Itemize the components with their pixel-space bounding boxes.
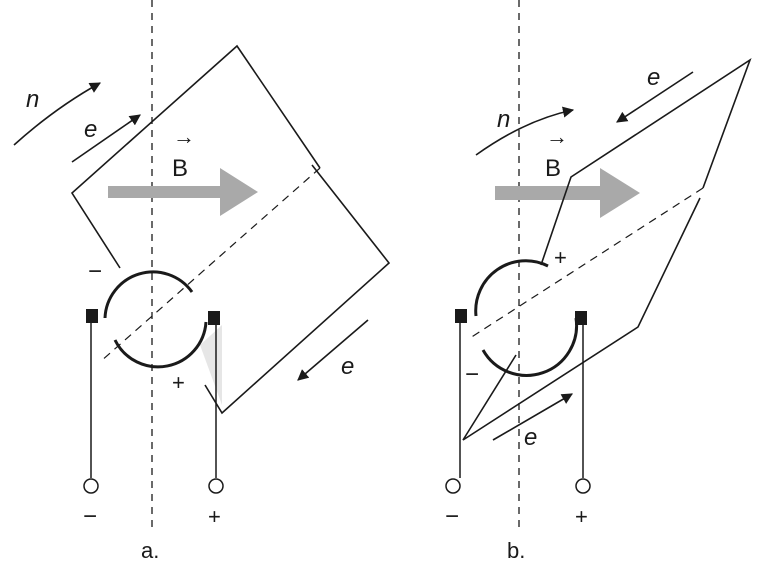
field-vector-mark-a: → <box>173 124 195 149</box>
field-label-a: B <box>172 155 188 182</box>
terminal-left-sign-a: − <box>83 503 97 530</box>
commutator-lower-sign-b: − <box>465 361 479 388</box>
terminal-left-sign-b: − <box>445 503 459 530</box>
rotation-label-b: n <box>497 106 510 133</box>
commutator-upper-sign-b: + <box>554 245 567 270</box>
terminal-left-b <box>445 478 461 494</box>
panel-b: n e e → B + − − + b. <box>445 0 752 563</box>
coil-a <box>70 44 391 415</box>
field-arrow-a <box>108 168 258 216</box>
emf-label-top-a: e <box>84 116 97 143</box>
terminal-right-sign-a: + <box>208 504 221 529</box>
leads-b <box>459 323 584 478</box>
caption-a: a. <box>141 538 159 563</box>
rotation-arrow-b <box>475 106 575 156</box>
brush-right-a <box>208 311 220 325</box>
emf-label-bottom-a: e <box>341 353 354 380</box>
emf-label-top-b: e <box>647 64 660 91</box>
commutator-b <box>474 259 579 377</box>
terminal-left-a <box>83 478 99 494</box>
emf-arrow-bottom-a <box>297 319 369 381</box>
coil-b <box>462 58 752 441</box>
field-vector-mark-b: → <box>546 124 568 149</box>
caption-b: b. <box>507 538 525 563</box>
brush-right-b <box>575 311 587 325</box>
terminal-right-b <box>575 478 591 494</box>
emf-arrow-top-a <box>71 114 141 163</box>
commutator-a <box>103 270 208 369</box>
emf-arrow-top-b <box>616 71 694 123</box>
emf-arrow-bottom-b <box>492 393 573 441</box>
rotation-arrow-a <box>13 82 101 146</box>
commutator-lower-sign-a: + <box>172 370 185 395</box>
brush-left-a <box>86 309 98 323</box>
leads-a <box>90 323 217 478</box>
field-label-b: B <box>545 155 561 182</box>
panel-a: n e e → B − + − + a. <box>13 0 391 563</box>
emf-label-bottom-b: e <box>524 424 537 451</box>
rotation-label-a: n <box>26 86 39 113</box>
field-arrow-b <box>495 168 640 218</box>
terminal-right-sign-b: + <box>575 504 588 529</box>
commutator-upper-sign-a: − <box>88 258 102 285</box>
brush-left-b <box>455 309 467 323</box>
terminal-right-a <box>208 478 224 494</box>
